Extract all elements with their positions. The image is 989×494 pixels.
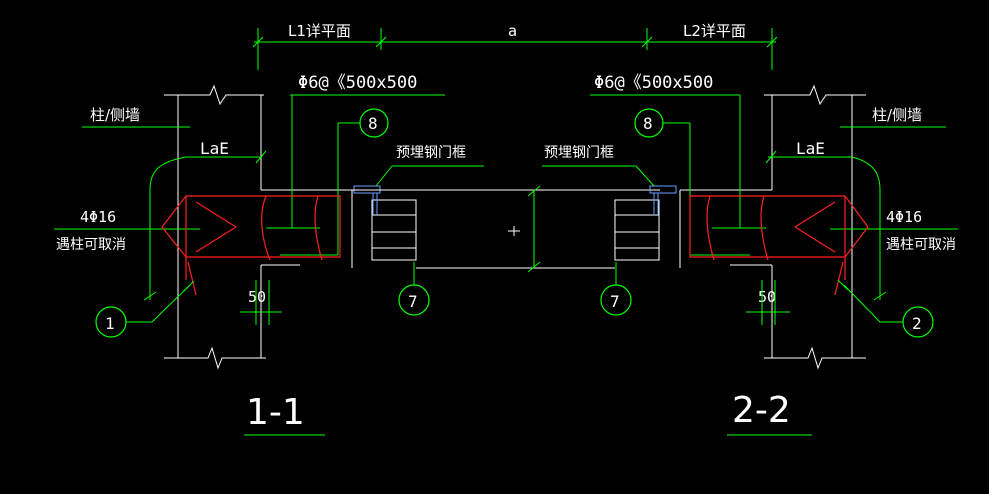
- lae-label-left: LaE: [200, 139, 229, 158]
- embedded-frame-leader-left: [375, 165, 484, 187]
- steel-frame-right: [614, 185, 681, 268]
- callout-7-left: [398, 262, 430, 316]
- embedded-frame-label-left: 预埋钢门框: [396, 145, 466, 161]
- stirrup-leader-right: [590, 94, 766, 229]
- rebar-cage-right: [689, 195, 869, 296]
- callout-7-right: [600, 262, 632, 316]
- callout-1-label: 1: [105, 314, 115, 333]
- top-dimension-line: [252, 28, 778, 70]
- rebar-spec-right: 4Φ16: [886, 208, 922, 226]
- section-title-left: 1-1: [246, 392, 305, 433]
- lae-dimension-left: [143, 150, 267, 301]
- callout-8-left-label: 8: [368, 114, 378, 133]
- stirrup-leader-left: [266, 94, 445, 229]
- callout-8-left: [280, 108, 389, 256]
- embedded-frame-leader-right: [542, 165, 655, 187]
- stirrup-spec-right: Φ6@《500x500: [594, 73, 713, 93]
- a-dimension-label: a: [508, 22, 517, 40]
- l2-detail-label: L2详平面: [683, 22, 746, 40]
- fifty-dim-lines-right: [746, 280, 790, 325]
- rebar-spec-left: 4Φ16: [80, 208, 116, 226]
- fifty-dim-lines-left: [240, 280, 282, 325]
- callout-2-label: 2: [912, 314, 922, 333]
- optional-note-right: 遇柱可取消: [886, 237, 956, 253]
- right-column-outline: [680, 84, 866, 370]
- column-wall-label-right: 柱/侧墙: [872, 106, 922, 124]
- fifty-dimension-left: 50: [248, 288, 266, 306]
- callout-7-right-label: 7: [610, 292, 620, 311]
- callout-7-left-label: 7: [408, 292, 418, 311]
- fifty-dimension-right: 50: [758, 288, 776, 306]
- left-column-outline: [164, 84, 352, 370]
- lae-label-right: LaE: [796, 139, 825, 158]
- door-opening: [352, 185, 660, 273]
- section-title-right: 2-2: [732, 390, 791, 431]
- embedded-frame-label-right: 预埋钢门框: [544, 145, 614, 161]
- optional-note-left: 遇柱可取消: [56, 237, 126, 253]
- steel-frame-left: [351, 185, 417, 268]
- callout-2: [837, 279, 934, 338]
- callout-8-right-label: 8: [643, 114, 653, 133]
- rebar-cage-left: [161, 195, 341, 296]
- l1-detail-label: L1详平面: [288, 22, 351, 40]
- lae-dimension-right: [765, 150, 887, 301]
- callout-1: [95, 280, 195, 338]
- column-wall-label-left: 柱/侧墙: [90, 106, 140, 124]
- stirrup-spec-left: Φ6@《500x500: [298, 73, 417, 93]
